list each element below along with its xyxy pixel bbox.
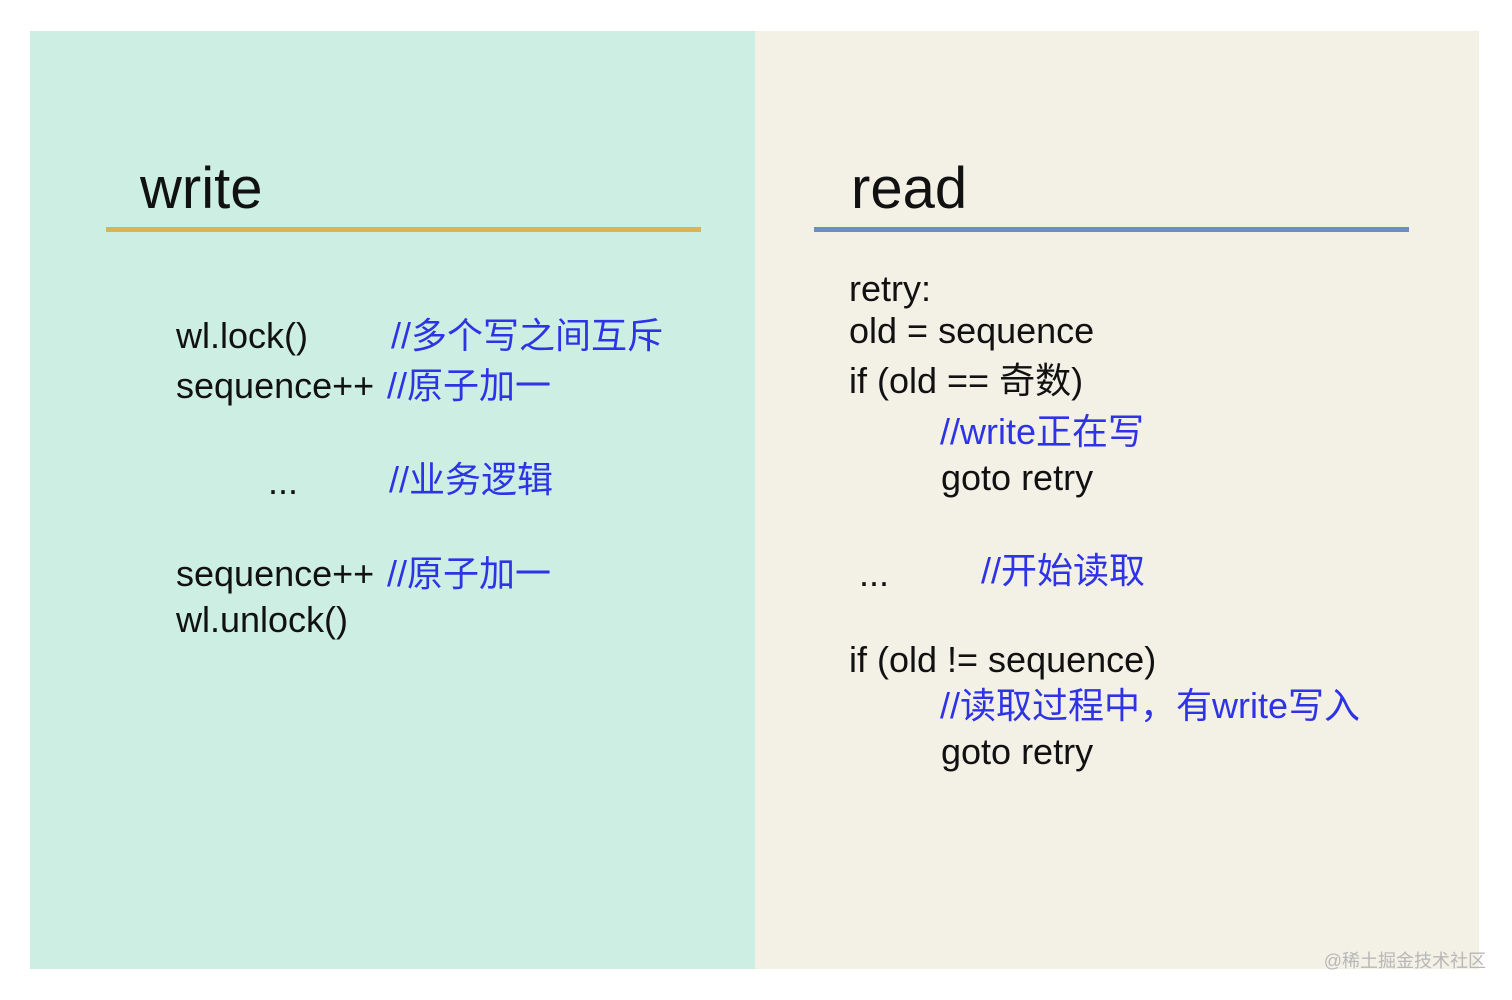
write-line-sequence-increment-2: sequence++ bbox=[176, 553, 375, 594]
read-line-goto-retry-2: goto retry bbox=[941, 731, 1094, 772]
read-title-underline bbox=[814, 227, 1409, 232]
read-comment-writing: //write正在写 bbox=[940, 411, 1145, 452]
read-line-goto-retry-1: goto retry bbox=[941, 457, 1094, 498]
write-comment-lock: //多个写之间互斥 bbox=[391, 315, 664, 356]
read-comment-write-during-read: //读取过程中，有write写入 bbox=[940, 685, 1361, 726]
read-line-retry-label: retry: bbox=[849, 268, 932, 309]
read-title: read bbox=[851, 156, 968, 221]
write-comment-sequence-increment-2: //原子加一 bbox=[387, 553, 552, 594]
read-line-if-changed: if (old != sequence) bbox=[849, 639, 1157, 680]
write-comment-business-logic: //业务逻辑 bbox=[389, 459, 554, 500]
read-line-if-odd: if (old == 奇数) bbox=[849, 360, 1084, 401]
write-line-lock: wl.lock() bbox=[176, 315, 308, 356]
read-line-ellipsis: ... bbox=[859, 553, 890, 594]
write-line-sequence-increment-1: sequence++ bbox=[176, 365, 375, 406]
read-line-old-assign: old = sequence bbox=[849, 310, 1095, 351]
read-comment-start-reading: //开始读取 bbox=[981, 550, 1146, 591]
write-comment-sequence-increment-1: //原子加一 bbox=[387, 365, 552, 406]
watermark: @稀土掘金技术社区 bbox=[1323, 951, 1486, 971]
write-panel: write wl.lock() //多个写之间互斥 sequence++ //原… bbox=[30, 31, 755, 969]
write-line-ellipsis: ... bbox=[268, 461, 299, 502]
write-line-unlock: wl.unlock() bbox=[176, 599, 349, 640]
write-title: write bbox=[140, 156, 263, 221]
read-panel: read retry: old = sequence if (old == 奇数… bbox=[755, 31, 1479, 969]
write-title-underline bbox=[106, 227, 701, 232]
